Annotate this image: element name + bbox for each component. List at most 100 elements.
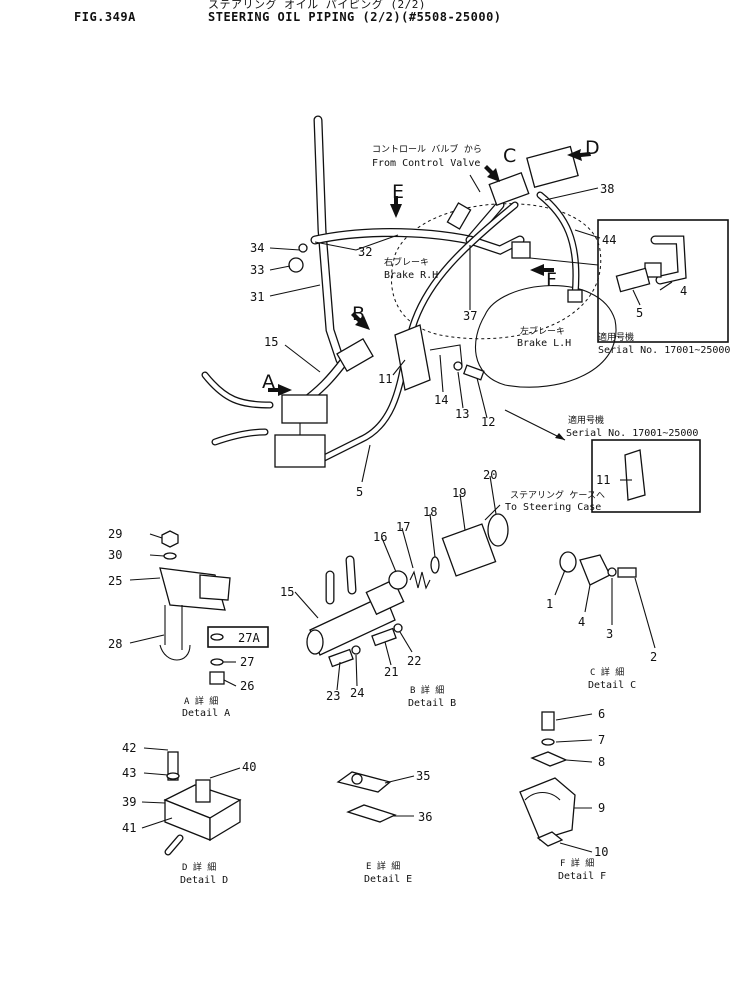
- washer-43: [166, 772, 180, 780]
- caption-a: Detail A: [182, 708, 230, 719]
- label-brake-rh: Brake R.H: [384, 270, 438, 281]
- bolt-6: [541, 711, 555, 731]
- view-letter-labels: A B C D E F: [262, 137, 600, 393]
- detail-f-callouts: 6 7 8 9 10 F 詳 細 Detail F: [558, 707, 608, 882]
- flange-4: [579, 554, 611, 586]
- callout-11: 11: [378, 372, 392, 386]
- callout-a-27: 27: [240, 655, 254, 669]
- plate-36: [346, 804, 397, 823]
- callout-f-8: 8: [598, 755, 605, 769]
- detail-c-view: [554, 551, 656, 649]
- callout-34: 34: [250, 241, 264, 255]
- detail-c-callouts: 1 4 3 2 C 詳 細 Detail C: [546, 597, 657, 691]
- fitting-40: [195, 779, 211, 803]
- cap-19: [441, 523, 497, 577]
- annotation-labels: コントロール バルブ から From Control Valve 右ブレーキ B…: [372, 143, 730, 513]
- callout-15: 15: [264, 335, 278, 349]
- callout-a-25: 25: [108, 574, 122, 588]
- view-letter-b: B: [352, 303, 365, 325]
- callout-a-27a: 27A: [238, 631, 260, 645]
- callout-d-40: 40: [242, 760, 256, 774]
- block-d: [526, 145, 579, 188]
- callout-d-39: 39: [122, 795, 136, 809]
- valve-block-a: [281, 394, 328, 424]
- detail-a-callouts: 29 30 25 28 27A 27 26 A 詳 細 Detail A: [108, 527, 260, 719]
- clamp-35: [336, 771, 392, 793]
- label-from-control-valve: From Control Valve: [372, 158, 480, 169]
- bolt-2: [617, 567, 637, 578]
- bolt-23: [328, 648, 354, 668]
- bolt-42: [167, 751, 179, 781]
- callout-f-7: 7: [598, 733, 605, 747]
- box2-bracket-11: [624, 449, 646, 501]
- callout-b-17: 17: [396, 520, 410, 534]
- callout-a-30: 30: [108, 548, 122, 562]
- callout-a-26: 26: [240, 679, 254, 693]
- callout-38: 38: [600, 182, 614, 196]
- washer-34: [298, 243, 308, 253]
- callout-37: 37: [463, 309, 477, 323]
- caption-c-jp: C 詳 細: [590, 666, 624, 678]
- callout-33: 33: [250, 263, 264, 277]
- washer-13: [453, 361, 463, 371]
- caption-b-jp: B 詳 細: [410, 684, 444, 696]
- label-serial-1: Serial No. 17001~25000: [598, 345, 730, 356]
- oring-1: [559, 551, 577, 573]
- figure-number: FIG.349A: [74, 10, 136, 24]
- label-from-control-valve-jp: コントロール バルブ から: [372, 143, 482, 155]
- washer-27a: [210, 633, 224, 641]
- bolt-33: [288, 257, 304, 273]
- callout-box2-11: 11: [596, 473, 610, 487]
- callout-b-18: 18: [423, 505, 437, 519]
- callout-f-9: 9: [598, 801, 605, 815]
- clamp-37: [511, 241, 531, 259]
- box-27a: [207, 626, 269, 648]
- caption-c: Detail C: [588, 680, 636, 691]
- label-serial-1-jp: 適用号機: [598, 331, 634, 343]
- view-letter-a: A: [262, 371, 275, 393]
- bolt-12: [462, 364, 485, 381]
- label-serial-2-jp: 適用号機: [568, 414, 604, 426]
- view-arrows: [268, 149, 591, 396]
- callout-a-29: 29: [108, 527, 122, 541]
- box1-fitting-5: [615, 267, 651, 293]
- title-japanese: ステアリング オイル パイピング (2/2): [208, 0, 426, 11]
- callout-14: 14: [434, 393, 448, 407]
- caption-f-jp: F 詳 細: [560, 857, 594, 869]
- main-assembly-view: [201, 115, 729, 521]
- label-brake-lh-jp: 左ブレーキ: [520, 325, 565, 337]
- brake-lh-outline: [474, 285, 617, 388]
- callout-d-42: 42: [122, 741, 136, 755]
- caption-b: Detail B: [408, 698, 456, 709]
- callout-32a: 32: [358, 245, 372, 259]
- label-to-steering-case-jp: ステアリング ケースへ: [510, 489, 605, 501]
- washer-24: [351, 645, 361, 655]
- view-letter-c: C: [503, 145, 516, 167]
- detail-d-callouts: 42 43 40 39 41 D 詳 細 Detail D: [122, 741, 256, 886]
- ring-18: [430, 556, 440, 574]
- caption-d: Detail D: [180, 875, 228, 886]
- serial-box-1: [597, 219, 729, 343]
- arrow-c: [484, 165, 500, 182]
- plate-8: [530, 751, 568, 767]
- callout-a-28: 28: [108, 637, 122, 651]
- detail-a-view: [129, 530, 269, 687]
- callout-13: 13: [455, 407, 469, 421]
- callout-c-1: 1: [546, 597, 553, 611]
- nut-29: [161, 530, 179, 548]
- washer-3: [607, 567, 617, 577]
- callout-b-22: 22: [407, 654, 421, 668]
- detail-f-view: [519, 711, 593, 853]
- detail-b-view: [294, 475, 509, 691]
- callout-e-35: 35: [416, 769, 430, 783]
- callout-b-20: 20: [483, 468, 497, 482]
- label-brake-lh: Brake L.H: [517, 338, 571, 349]
- detail-b-callouts: 15 16 17 18 19 20 21 22 23 24 B 詳 細 Deta…: [280, 468, 497, 709]
- arrow-d: [567, 149, 591, 161]
- view-letter-d: D: [585, 137, 600, 159]
- washer-7: [541, 738, 555, 746]
- fitting-e-side: [446, 202, 472, 230]
- callout-31: 31: [250, 290, 264, 304]
- callout-b-19: 19: [452, 486, 466, 500]
